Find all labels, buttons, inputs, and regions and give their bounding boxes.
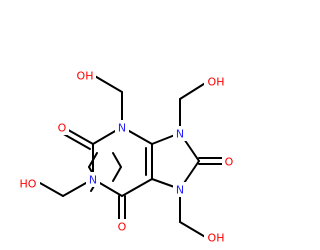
atom-labels: N N N N O O O OH HO OH OH [16,68,236,245]
bond-n3-c4 [112,152,122,168]
atom-n7: N [176,184,184,197]
atom-oh1: HO [20,178,37,191]
bond-n3-c2 [112,166,122,182]
bond-ch2-oh1 [39,182,64,197]
atom-n3: N [118,122,126,135]
bond-ch2-oh3 [92,74,123,93]
atom-oh9: OH [208,76,225,89]
bonds [39,74,227,239]
bond-c6-c5 [121,178,153,197]
bond-ch2-oh7 [179,221,208,239]
atom-o8: O [225,156,234,169]
atom-o6: O [118,221,127,234]
atom-o2: O [58,122,67,135]
molecule-structure: N N N N O O O OH HO OH OH [16,68,236,245]
bond-ch2-oh9 [179,81,208,100]
atom-oh7: OH [208,232,225,245]
atom-n1: N [89,174,97,187]
atom-oh3: OH [77,70,94,83]
atom-n9: N [176,128,184,141]
